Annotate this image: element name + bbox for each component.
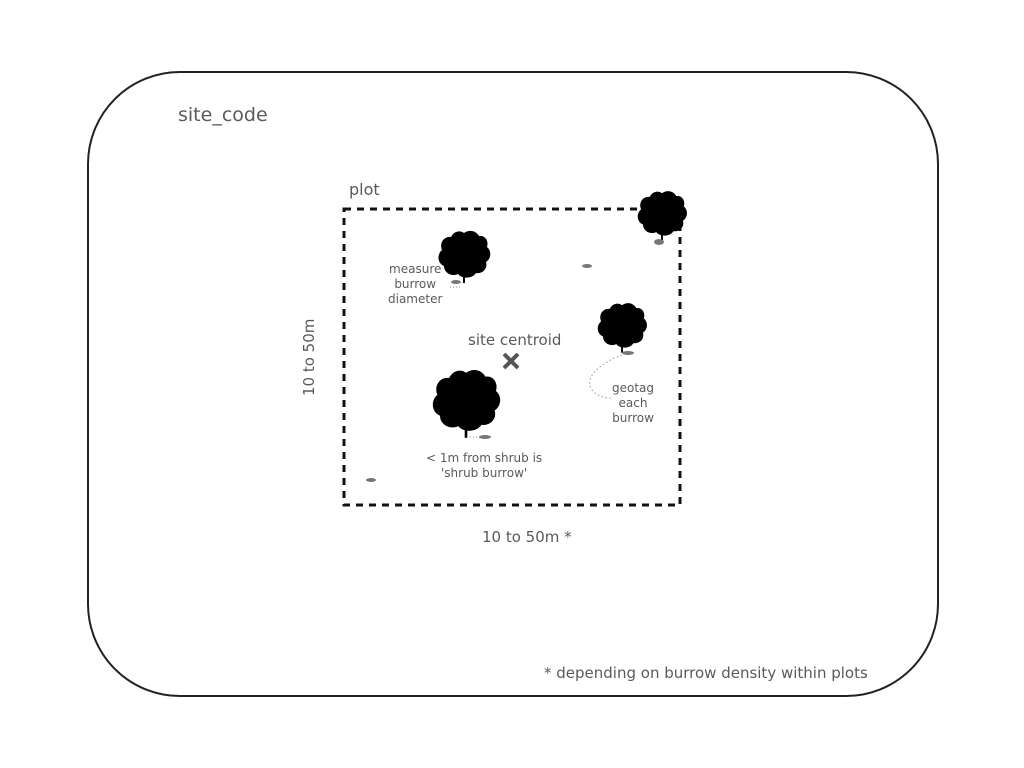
geotag-connector <box>589 354 623 399</box>
burrow-icon <box>582 264 592 268</box>
plot-label: plot <box>349 180 380 199</box>
geotag-burrow-label: geotag each burrow <box>612 381 655 425</box>
site-centroid-label: site centroid <box>468 331 562 349</box>
burrow-icon <box>654 239 664 245</box>
site-code-label: site_code <box>178 104 268 126</box>
measure-burrow-label: measure burrow diameter <box>388 262 443 306</box>
shrub-burrow-label: < 1m from shrub is 'shrub burrow' <box>426 451 543 480</box>
burrow-icon <box>622 351 634 355</box>
burrow-icon <box>366 478 376 482</box>
plot-width-label: 10 to 50m * <box>482 528 572 546</box>
x-mark-icon <box>502 352 520 370</box>
site-boundary <box>87 71 939 697</box>
footnote: * depending on burrow density within plo… <box>544 664 868 682</box>
burrow-icon <box>479 435 491 439</box>
shrub-icon <box>597 303 647 353</box>
shrub-icon <box>432 370 501 438</box>
burrow-icon <box>451 280 461 284</box>
plot-height-label: 10 to 50m <box>300 318 318 396</box>
shrub-icon <box>637 191 687 241</box>
shrub-icon <box>438 230 491 283</box>
plot-boundary <box>342 207 682 507</box>
